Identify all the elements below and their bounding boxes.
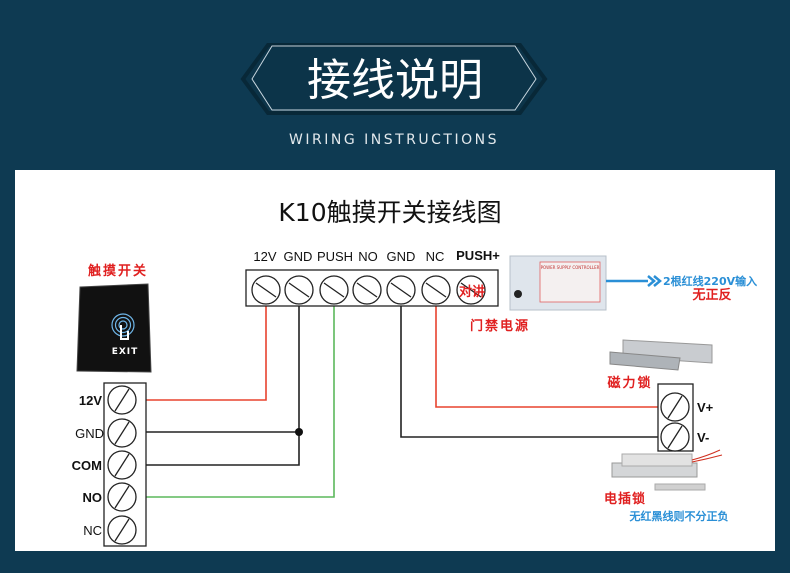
diagram-title: K10触摸开关接线图: [278, 198, 501, 227]
wires: [143, 306, 660, 498]
wire-nc-lock-red: [435, 306, 660, 408]
touch-switch: 触摸开关 EXIT: [76, 263, 152, 373]
terminal-label-push: PUSH: [317, 249, 353, 264]
switch-label-com: COM: [72, 458, 102, 473]
terminal-label-push-plus: PUSH+: [456, 248, 500, 263]
magnetic-lock-label: 磁力锁: [607, 375, 652, 391]
electric-bolt: 电插锁 无红黑线则不分正负: [604, 449, 729, 523]
switch-label-gnd: GND: [75, 426, 104, 441]
magnetic-lock: 磁力锁: [607, 339, 713, 391]
switch-terminal-block: 12V GND COM NO NC: [72, 382, 147, 547]
terminal-label-no: NO: [358, 249, 378, 264]
lock-label-v-minus: V-: [697, 430, 709, 445]
controller-terminal-block: 12V GND PUSH NO GND NC PUSH+ 对讲: [245, 248, 500, 307]
wire-push-green: [143, 306, 335, 498]
switch-label-12v: 12V: [79, 393, 102, 408]
header-title: 接线说明: [307, 55, 483, 106]
header-banner: 接线说明 WIRING INSTRUCTIONS: [240, 43, 548, 148]
terminal-label-nc: NC: [426, 249, 445, 264]
touch-hand-icon: [111, 313, 135, 340]
terminal-label-12v: 12V: [253, 249, 276, 264]
terminal-label-gnd: GND: [284, 249, 313, 264]
wire-gnd-lock-black: [400, 306, 660, 438]
intercom-label: 对讲: [459, 284, 485, 300]
exit-button-image: [76, 283, 152, 373]
power-supply: POWER SUPPLY CONTROLLER 2根红线220V输入 无正反 门…: [470, 255, 757, 334]
switch-label-no: NO: [83, 490, 103, 505]
power-supply-label: 门禁电源: [470, 318, 530, 334]
double-chevron-icon: [647, 275, 662, 287]
wire-com-black: [143, 432, 300, 466]
power-supply-panel-text: POWER SUPPLY CONTROLLER: [541, 265, 600, 270]
touch-switch-label: 触摸开关: [87, 263, 148, 279]
terminal-label-gnd-2: GND: [387, 249, 416, 264]
junction-dot: [295, 428, 303, 436]
power-input-label: 2根红线220V输入: [663, 274, 757, 288]
electric-bolt-label: 电插锁: [604, 491, 646, 507]
lock-label-v-plus: V+: [697, 400, 714, 415]
electric-bolt-note: 无红黑线则不分正负: [629, 509, 729, 523]
power-input-note: 无正反: [691, 287, 731, 303]
lock-terminal-block: V+ V-: [657, 383, 714, 452]
header-subtitle: WIRING INSTRUCTIONS: [289, 132, 499, 148]
wire-12v-red: [143, 306, 267, 401]
switch-label-nc: NC: [83, 523, 102, 538]
exit-button-text: EXIT: [112, 347, 139, 357]
